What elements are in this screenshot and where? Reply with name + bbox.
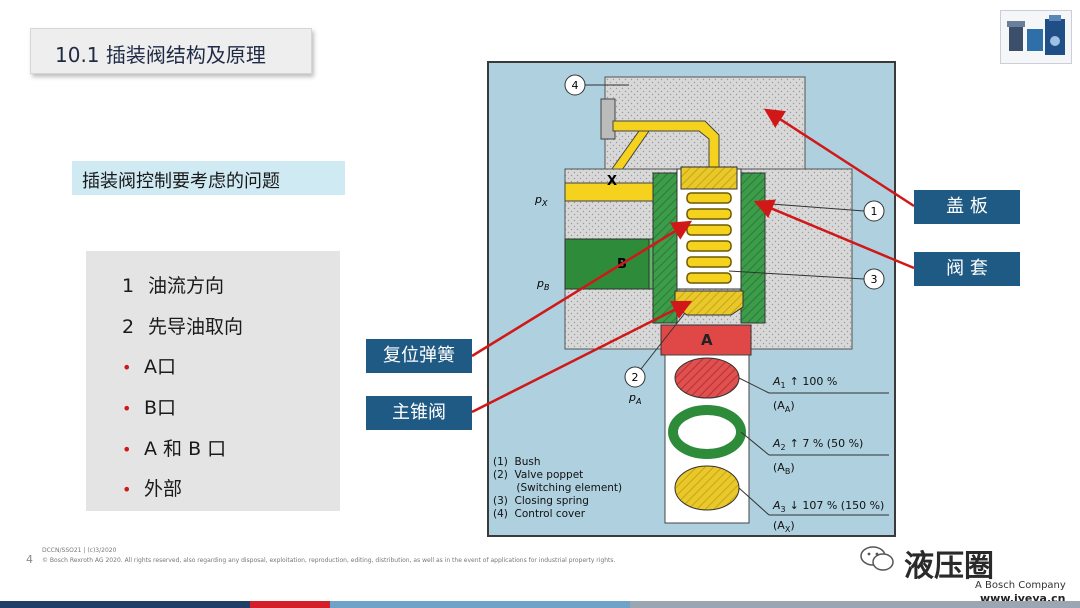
pressure-pb: pB: [536, 277, 549, 292]
area-a2-label: A2↑ 7 % (50 %): [772, 437, 863, 452]
bush-right: [740, 172, 766, 324]
diagram-legend: (1) Bush (2) Valve poppet (Switching ele…: [493, 456, 622, 520]
marker-4-label: 4: [572, 79, 579, 92]
cover-plug: [600, 98, 616, 140]
callout-cover: 盖 板: [914, 190, 1020, 224]
footer-bar-grey: [630, 601, 1080, 608]
area-a3-circle: [674, 465, 740, 511]
list-item: 2 先导油取向: [122, 312, 243, 339]
watermark-brand: 液压圈: [904, 549, 994, 584]
area-a3-label: A3↓ 107 % (150 %): [772, 499, 884, 514]
product-thumbnail: [1000, 10, 1072, 64]
footer-bar-navy: [0, 601, 250, 608]
footer-line: © Bosch Rexroth AG 2020. All rights rese…: [42, 557, 616, 564]
area-a2-circle: [668, 405, 746, 459]
list-item: • B口: [122, 393, 176, 420]
list-marker: 1: [122, 275, 135, 297]
list-text: B口: [144, 397, 177, 419]
question-list: 1 油流方向 2 先导油取向 • A口 • B口 • A 和 B 口 • 外部: [86, 251, 340, 511]
list-text: A口: [144, 356, 176, 378]
cartridge-valve-diagram: 4 1 3 2 X B A pX pB pA A1↑ 100 % (AA) A2…: [487, 61, 896, 537]
legend-line: (2) Valve poppet: [493, 469, 583, 481]
bush-left: [652, 172, 678, 324]
legend-line: (3) Closing spring: [493, 495, 589, 507]
area-a2-leader: [740, 431, 770, 456]
area-a1-label: A1↑ 100 %: [772, 375, 837, 390]
marker-1-label: 1: [871, 205, 878, 218]
pressure-pa: pA: [628, 391, 641, 406]
list-text: 油流方向: [148, 275, 225, 297]
port-a-letter: A: [701, 331, 713, 349]
port-b-channel: [564, 238, 656, 290]
legend-line: (Switching element): [493, 482, 622, 494]
area-a1-leader: [738, 377, 770, 394]
callout-spring: 复位弹簧: [366, 339, 472, 373]
area-a3-leader: [738, 487, 770, 516]
page-number: 4: [26, 553, 33, 566]
valve-poppet: [674, 290, 744, 316]
legend-line: (4) Control cover: [493, 508, 586, 520]
slide-title: 10.1 插装阀结构及原理: [55, 43, 266, 67]
pressure-px: pX: [534, 193, 548, 208]
list-item: 1 油流方向: [122, 271, 224, 298]
bullet: •: [122, 358, 132, 377]
subtitle-text: 插装阀控制要考虑的问题: [82, 171, 280, 192]
legend-line: (1) Bush: [493, 456, 541, 468]
area-a3-paren: (AX): [773, 519, 795, 534]
footer-bar-blue: [330, 601, 630, 608]
callout-sleeve: 阀 套: [914, 252, 1020, 286]
callout-poppet: 主锥阀: [366, 396, 472, 430]
slide-title-box: 10.1 插装阀结构及原理: [30, 28, 312, 74]
list-text: A 和 B 口: [144, 438, 227, 460]
area-a1-paren: (AA): [773, 399, 795, 414]
closing-spring: [686, 192, 732, 284]
spring-cap: [680, 166, 738, 190]
port-x-letter: X: [607, 174, 617, 189]
subtitle-box: 插装阀控制要考虑的问题: [72, 161, 345, 195]
footer-line: DCCN/SSO21 | (c)3/2020: [42, 547, 117, 554]
bullet: •: [122, 480, 132, 499]
watermark-company: A Bosch Company: [975, 580, 1066, 591]
list-item: • A口: [122, 352, 176, 379]
list-marker: 2: [122, 316, 135, 338]
marker-2-label: 2: [632, 371, 639, 384]
bullet: •: [122, 440, 132, 459]
wechat-icon: [858, 543, 898, 575]
footer-text: DCCN/SSO21 | (c)3/2020 © Bosch Rexroth A…: [42, 547, 615, 564]
port-b-letter: B: [617, 257, 627, 272]
list-text: 先导油取向: [148, 316, 244, 338]
area-a1-circle: [674, 357, 740, 399]
list-item: • A 和 B 口: [122, 434, 226, 461]
list-text: 外部: [144, 478, 183, 500]
footer-bar-red: [250, 601, 330, 608]
marker-3-label: 3: [871, 273, 878, 286]
bullet: •: [122, 399, 132, 418]
list-item: • 外部: [122, 474, 182, 501]
area-a2-paren: (AB): [773, 461, 795, 476]
marker-3-leader: [728, 270, 865, 280]
